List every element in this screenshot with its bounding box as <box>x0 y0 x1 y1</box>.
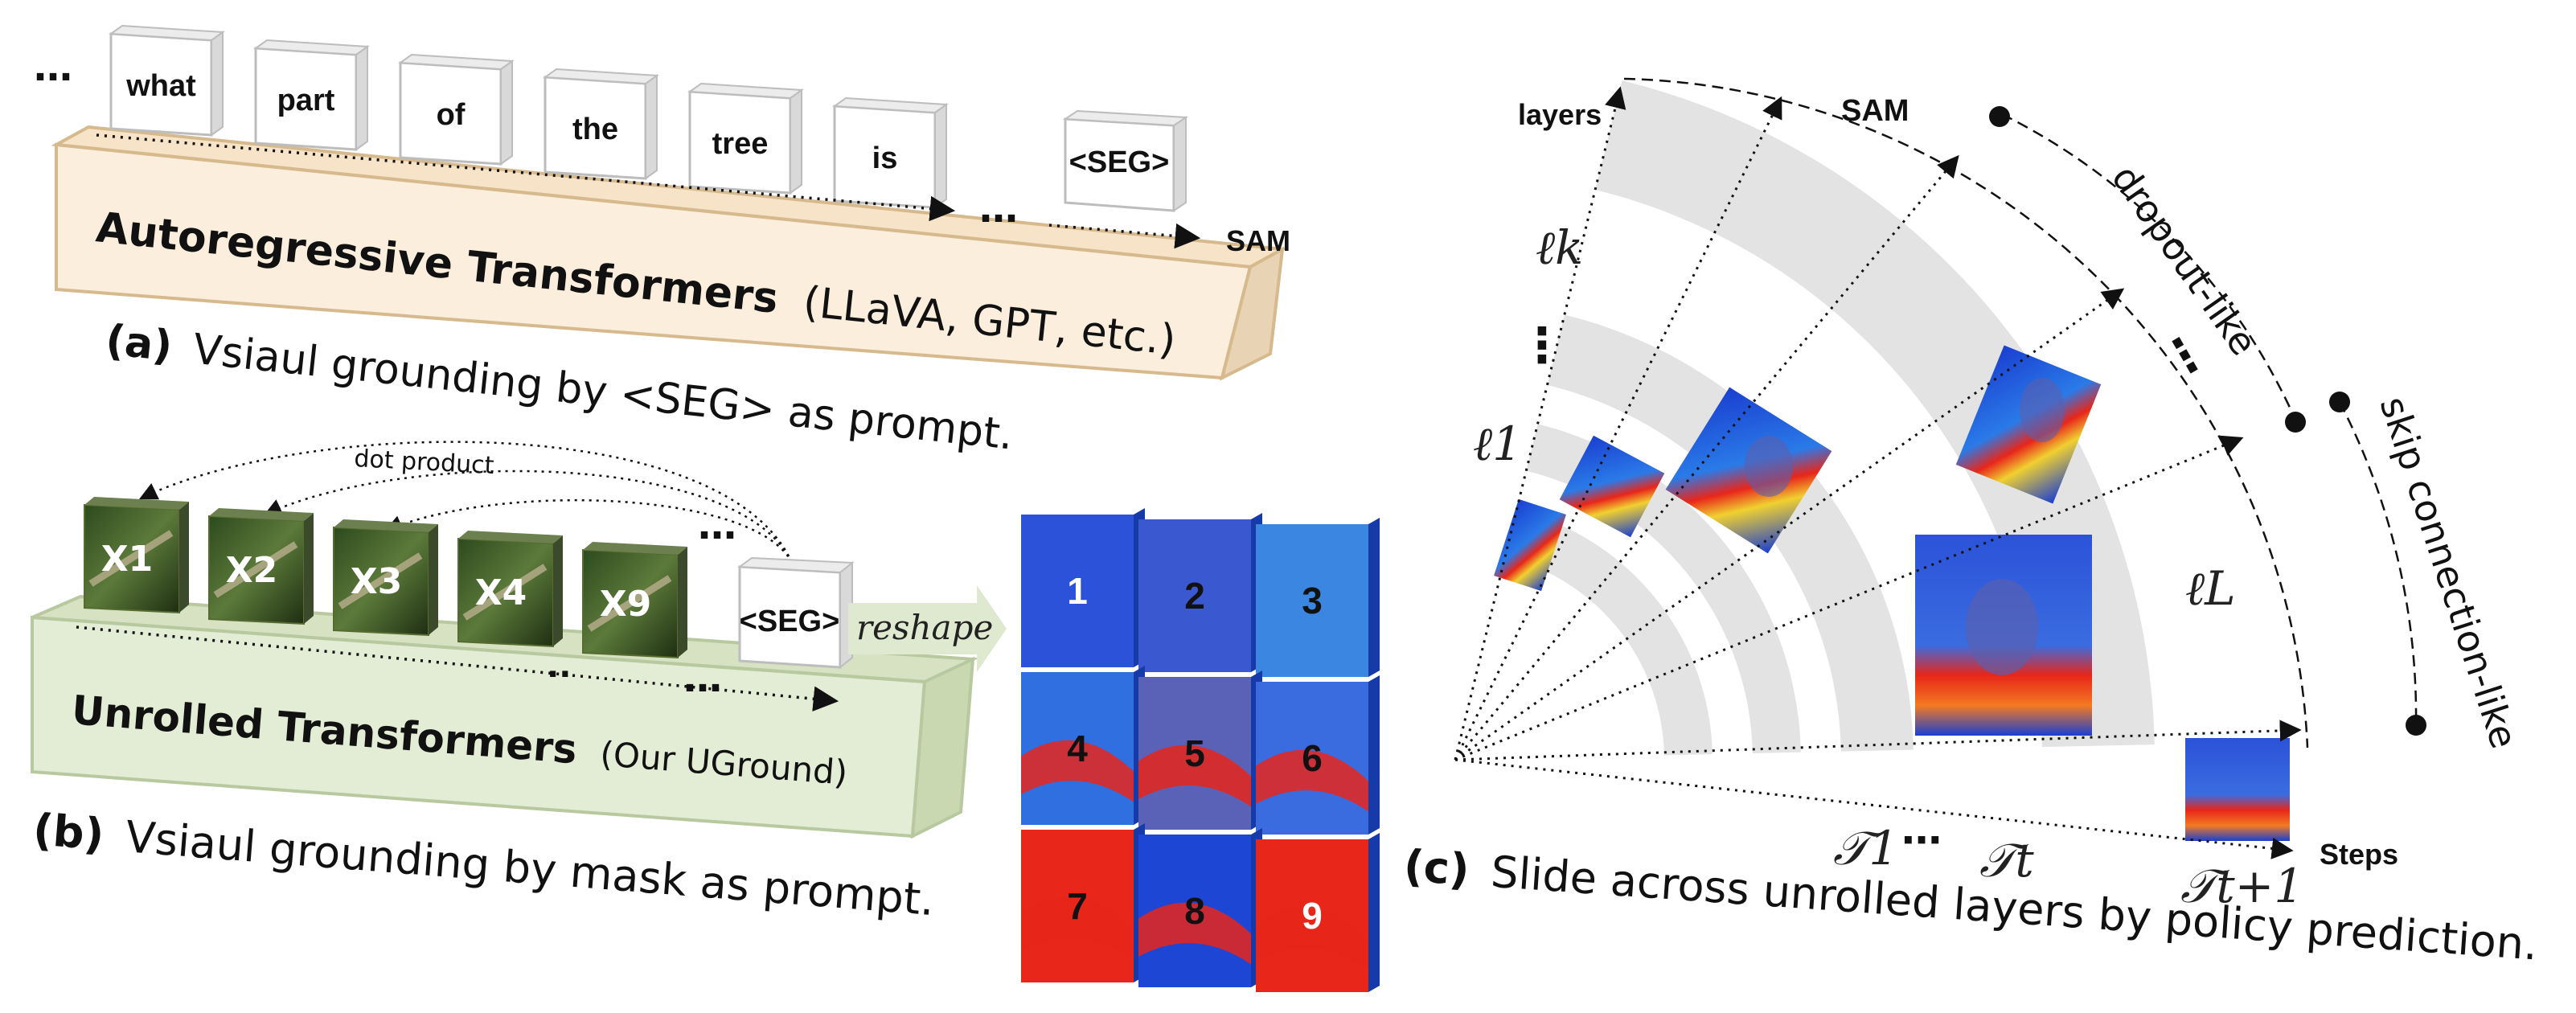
dot-product-arc-1 <box>138 441 794 564</box>
image-patch: X4 <box>457 531 563 648</box>
grid-cell-number: 1 <box>1067 570 1088 612</box>
ell-1-label: ℓ1 <box>1473 416 1522 471</box>
dropout-dot-1 <box>1989 106 2010 127</box>
token-label: tree <box>712 127 769 161</box>
grid-cell-number: 7 <box>1067 885 1088 927</box>
tt1-label: 𝒯t+1 <box>2180 859 2303 913</box>
policy-rays <box>1454 86 2302 859</box>
sequence-arrow-2 <box>1048 223 1201 249</box>
skip-dashed-arc <box>2338 401 2418 724</box>
dot-product-arc-2 <box>263 470 794 564</box>
patch-label: X1 <box>101 539 154 580</box>
grid-cell-number: 4 <box>1067 728 1088 769</box>
vdots-left: ⋮ <box>1518 318 1566 374</box>
grid-cell-number: 6 <box>1302 737 1323 779</box>
ellipsis-bottom-b: … <box>683 656 722 701</box>
grid-cell-number: 9 <box>1302 895 1323 937</box>
arc-heatmaps <box>1494 345 2290 841</box>
reshape-arrow <box>848 585 1007 672</box>
grid-cell-number: 3 <box>1302 580 1323 621</box>
grid-cell: 4 <box>1021 666 1145 825</box>
reshape-label: reshape <box>856 608 993 647</box>
token-label: the <box>572 113 618 146</box>
seg-token-a: <SEG> <box>1062 109 1189 212</box>
dot-product-label: dot product <box>354 445 495 480</box>
autoregressive-block-side <box>1219 246 1285 381</box>
t-dots-label: ⋯ <box>1901 817 1942 863</box>
seg-token-b-label: <SEG> <box>740 605 840 638</box>
grid-cell: 9 <box>1256 833 1380 992</box>
token-cube: of <box>398 53 515 166</box>
sam-label-c: SAM <box>1841 94 1909 128</box>
token-label: what <box>125 69 196 103</box>
grid-cell-number: 2 <box>1184 575 1205 617</box>
dropout-dot-2 <box>2285 412 2306 433</box>
token-label: is <box>872 141 898 175</box>
image-patch: X3 <box>333 519 438 637</box>
token-cube: what <box>109 24 225 137</box>
t1-label: 𝒯1 <box>1833 821 1898 876</box>
token-cube: tree <box>687 82 804 195</box>
ellipsis-top-b: … <box>698 503 736 548</box>
skip-dot-2 <box>2406 715 2426 736</box>
token-cube: the <box>543 68 659 180</box>
grid-cell: 8 <box>1138 828 1262 987</box>
tt-label: 𝒯t <box>1979 833 2034 888</box>
unrolled-block-side <box>910 656 975 839</box>
patch-sequence-arrow <box>76 625 839 712</box>
skip-label: skip connection-like <box>2372 392 2526 753</box>
grid-cell-number: 5 <box>1184 732 1205 774</box>
panel-c: layers SAM dropout-like skip connection-… <box>1402 72 2539 970</box>
grid-cell: 6 <box>1256 675 1380 835</box>
sequence-arrow-1 <box>96 133 956 222</box>
ellipsis-mid: … <box>979 187 1018 232</box>
patch-label: X2 <box>226 550 278 591</box>
grid-cell: 3 <box>1256 518 1380 677</box>
patch-label: X9 <box>600 584 652 625</box>
token-label: part <box>277 84 335 117</box>
seg-token-b: <SEG> <box>737 556 855 670</box>
ell-k-label: ℓk <box>1536 220 1583 275</box>
ellipsis-between-b: .. <box>547 648 571 685</box>
patch-label: X3 <box>351 561 403 602</box>
token-cube: part <box>253 39 370 151</box>
heatmap-grid: 1 2 3 4 5 6 7 8 9 <box>1021 508 1380 992</box>
seg-token-label: <SEG> <box>1069 146 1170 179</box>
token-label: of <box>437 98 466 132</box>
grid-cell: 5 <box>1138 671 1262 830</box>
token-cube: is <box>832 96 949 209</box>
steps-label: Steps <box>2320 838 2398 871</box>
ell-L-label: ℓL <box>2185 561 2236 616</box>
grid-cell: 7 <box>1021 823 1145 982</box>
image-patch: X1 <box>84 497 189 614</box>
image-patch: X2 <box>208 508 314 625</box>
grid-cell: 2 <box>1138 513 1262 672</box>
skip-dot-1 <box>2329 392 2350 412</box>
reshape-section: reshape 1 2 3 4 5 6 7 8 9 <box>848 508 1380 992</box>
grid-cell: 1 <box>1021 508 1145 667</box>
grid-cell-number: 8 <box>1184 890 1205 932</box>
patch-label: X4 <box>475 572 527 613</box>
sam-dashed-arc <box>1623 77 2309 748</box>
image-patch: X9 <box>582 542 687 659</box>
layers-label: layers <box>1518 98 1602 131</box>
patch-list: X1 X2 X3 X4 X9 <box>84 497 687 659</box>
sam-label-a: SAM <box>1226 224 1290 257</box>
dot-product-arc-3 <box>384 498 794 564</box>
ellipsis-left: … <box>34 45 72 90</box>
dropout-dashed-arc <box>2001 113 2297 420</box>
